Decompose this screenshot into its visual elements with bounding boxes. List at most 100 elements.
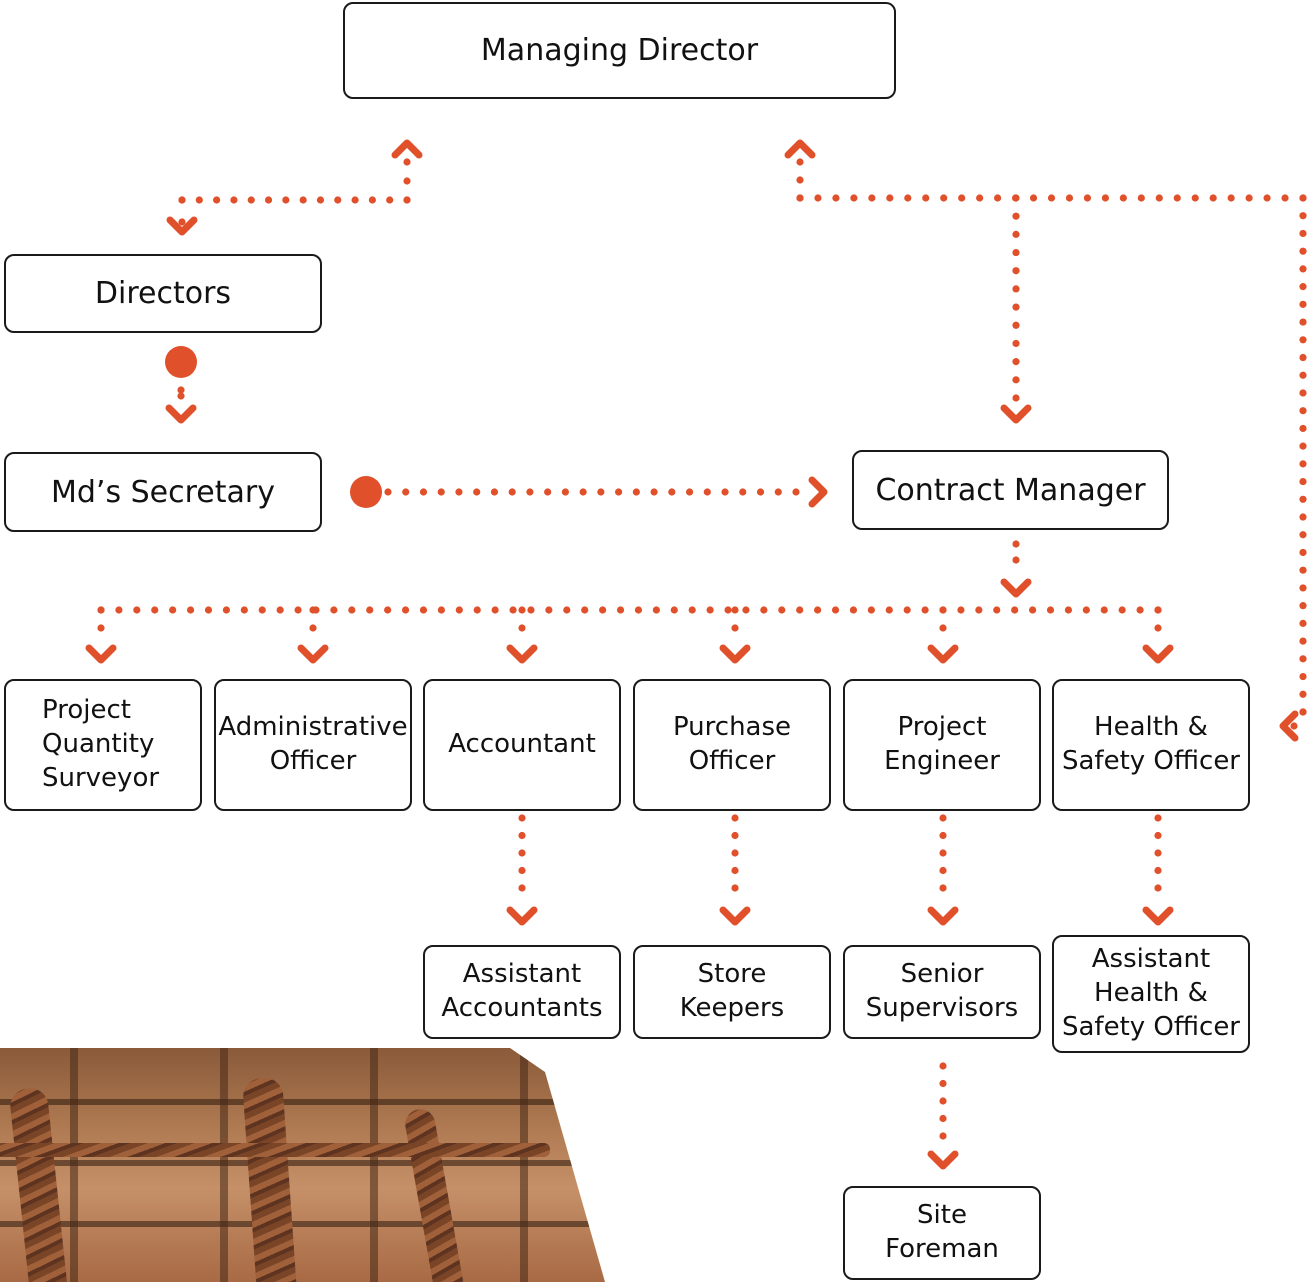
health-safety-link-dot bbox=[1299, 194, 1307, 202]
department-bus-dot bbox=[491, 606, 499, 614]
sub-link-1-dot bbox=[731, 884, 739, 892]
secretary-contract-link-dot bbox=[632, 488, 640, 496]
department-bus-dot bbox=[330, 606, 338, 614]
department-bus-dot bbox=[115, 606, 123, 614]
health-safety-link-dot bbox=[1299, 424, 1307, 433]
department-bus-dot bbox=[545, 606, 553, 614]
department-bus-dot bbox=[867, 606, 875, 614]
department-bus-dot bbox=[204, 606, 213, 614]
health-safety-link-dot bbox=[1299, 460, 1307, 468]
sub-level-1-arrowhead bbox=[719, 906, 751, 926]
department-bus-dot bbox=[276, 606, 284, 614]
rebar-photo bbox=[0, 1048, 605, 1282]
md-right-link-dot bbox=[1191, 194, 1199, 202]
sub-link-0-dot bbox=[518, 866, 526, 875]
department-bus-dot bbox=[527, 606, 535, 614]
health-safety-link-dot bbox=[1299, 318, 1307, 326]
health-safety-officer-arrowhead bbox=[1279, 710, 1299, 742]
contract-manager-link-dot bbox=[1012, 267, 1020, 275]
secretary-contract-link-dot bbox=[437, 488, 445, 496]
managing-director-label: Managing Director bbox=[480, 33, 759, 68]
contract-manager-link-dot bbox=[1012, 321, 1020, 329]
secretary-contract-link-dot bbox=[490, 488, 499, 496]
department-drop-0-dot bbox=[97, 606, 105, 614]
md-secretary-box: Md’s Secretary bbox=[4, 452, 322, 532]
secretary-contract-link-dot bbox=[419, 488, 428, 496]
health-safety-link-dot bbox=[1299, 619, 1307, 627]
secretary-contract-link-dot bbox=[739, 488, 747, 496]
department-bus-dot bbox=[634, 606, 643, 614]
health-safety-officer-label: Health & Safety Officer bbox=[1061, 712, 1240, 776]
department-bus-dot bbox=[706, 606, 714, 614]
accountant-box: Accountant bbox=[423, 679, 621, 811]
md-secretary-label: Md’s Secretary bbox=[51, 474, 275, 510]
department-drop-2-dot bbox=[518, 624, 526, 632]
project-quantity-surveyor-box: Project Quantity Surveyor bbox=[4, 679, 202, 811]
contract-manager-link-dot bbox=[1012, 212, 1020, 220]
md-right-link-dot bbox=[940, 194, 948, 202]
department-drop-1-dot bbox=[309, 606, 317, 614]
department-bus-dot bbox=[849, 606, 858, 614]
directors-link-dot bbox=[368, 196, 376, 204]
contract-manager-link-dot bbox=[1012, 376, 1020, 384]
department-bus-dot bbox=[975, 606, 983, 614]
contract-manager-link-dot bbox=[1012, 230, 1020, 238]
contract-manager-down-dot bbox=[1012, 556, 1020, 564]
department-drop-0-dot bbox=[97, 624, 105, 632]
md-right-link-dot bbox=[1281, 194, 1289, 202]
health-safety-link-dot bbox=[1299, 442, 1307, 450]
md-right-link-dot bbox=[1065, 194, 1074, 202]
health-safety-link-dot bbox=[1299, 655, 1307, 663]
site-foreman-link-dot bbox=[939, 1079, 947, 1088]
managing-director-up-left-arrowhead bbox=[391, 139, 423, 159]
department-drop-4-dot bbox=[939, 624, 947, 632]
department-bus-dot bbox=[563, 606, 571, 614]
department-5-arrowhead bbox=[1142, 644, 1174, 664]
sub-link-1-dot bbox=[731, 831, 739, 840]
department-bus-dot bbox=[814, 606, 822, 614]
directors-link-dot bbox=[213, 196, 221, 204]
department-bus-dot bbox=[1118, 606, 1126, 614]
purchase-officer-label: Purchase Officer bbox=[672, 712, 792, 776]
department-drop-3-dot bbox=[731, 624, 739, 632]
health-safety-link-dot bbox=[1290, 722, 1298, 730]
health-safety-link-dot bbox=[1299, 602, 1307, 610]
department-bus-dot bbox=[401, 606, 410, 614]
senior-supervisors-box: Senior Supervisors bbox=[843, 945, 1041, 1039]
sub-link-0-dot bbox=[518, 884, 526, 892]
secretary-link-dot bbox=[177, 392, 185, 400]
department-bus-dot bbox=[957, 606, 965, 614]
health-safety-link-dot bbox=[1299, 672, 1307, 681]
sub-link-1-dot bbox=[731, 814, 739, 822]
site-foreman-box: Site Foreman bbox=[843, 1186, 1041, 1280]
sub-link-3-dot bbox=[1154, 866, 1162, 875]
department-bus-dot bbox=[169, 606, 177, 614]
contract-manager-from-secretary-arrowhead bbox=[808, 476, 828, 508]
assistant-accountants-label: Assistant Accountants bbox=[441, 959, 603, 1023]
site-foreman-label: Site Foreman bbox=[885, 1200, 999, 1264]
sub-link-3-dot bbox=[1154, 849, 1162, 857]
department-bus-dot bbox=[133, 606, 141, 614]
health-safety-link-dot bbox=[1299, 513, 1307, 521]
department-bus-dot bbox=[151, 606, 159, 614]
store-keepers-label: Store Keepers bbox=[679, 959, 785, 1023]
secretary-contract-link-dot bbox=[615, 488, 623, 496]
sub-link-0-dot bbox=[518, 814, 526, 822]
directors-link-dot bbox=[195, 196, 203, 204]
contract-manager-link-dot bbox=[1012, 339, 1020, 348]
secretary-contract-link-dot bbox=[721, 488, 729, 496]
department-bus-dot bbox=[1046, 606, 1055, 614]
secretary-contract-link-dot bbox=[508, 488, 516, 496]
sub-link-2-dot bbox=[939, 831, 947, 840]
secretary-contract-link-dot bbox=[544, 488, 552, 496]
department-bus-dot bbox=[1064, 606, 1073, 614]
md-right-link-dot bbox=[1083, 194, 1092, 202]
health-safety-link-dot bbox=[1299, 389, 1307, 397]
department-bus-dot bbox=[186, 606, 195, 614]
md-right-link-dot bbox=[994, 194, 1002, 202]
project-engineer-label: Project Engineer bbox=[884, 712, 1000, 776]
assistant-health-safety-officer-label: Assistant Health & Safety Officer bbox=[1061, 944, 1240, 1042]
secretary-contract-link-dot bbox=[792, 488, 800, 496]
directors-link-dot bbox=[178, 196, 186, 204]
contract-manager-link-dot bbox=[1012, 358, 1020, 366]
